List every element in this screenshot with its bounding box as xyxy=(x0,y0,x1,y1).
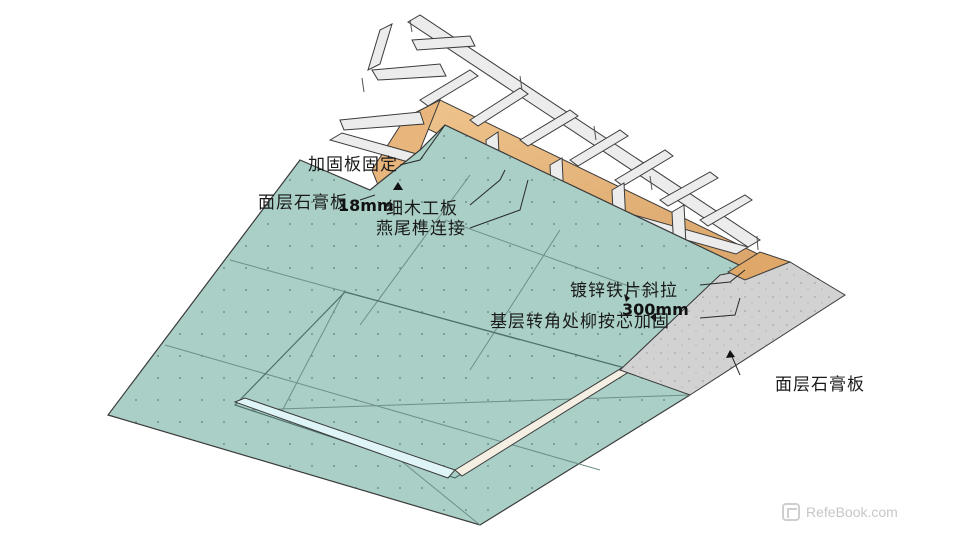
gypsum-face-grey xyxy=(619,261,846,396)
label-dimension-18mm: 18mm xyxy=(338,196,394,215)
board-seams xyxy=(164,174,691,526)
label-dovetail: 燕尾榫连接 xyxy=(376,219,466,239)
label-base-corner: 基层转角处柳按芯加固 xyxy=(490,312,670,332)
label-face-gypsum-left: 面层石膏板 xyxy=(258,193,348,213)
label-wood-board: 细木工板 xyxy=(386,199,458,219)
label-dimension-300mm: 300mm xyxy=(622,300,689,319)
gypsum-board-dots xyxy=(108,125,760,525)
watermark: RefeBook.com xyxy=(782,503,898,521)
watermark-text: RefeBook.com xyxy=(806,504,898,520)
plywood-corner xyxy=(726,251,792,281)
label-galvanized-strap: 镀锌铁片斜拉 xyxy=(570,281,678,301)
label-reinforce-board: 加固板固定 xyxy=(308,155,398,175)
refebook-logo-icon xyxy=(782,503,800,521)
arrowheads xyxy=(393,182,735,358)
label-face-gypsum-right: 面层石膏板 xyxy=(775,375,865,395)
